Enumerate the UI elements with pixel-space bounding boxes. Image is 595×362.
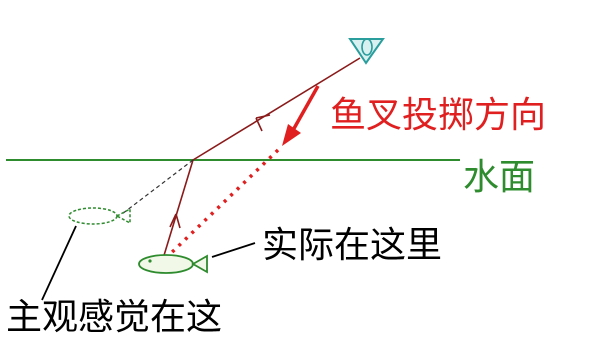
spear-direction-arrow xyxy=(290,85,320,133)
perceived-fish-icon xyxy=(68,207,131,225)
light-ray-air xyxy=(192,57,361,161)
actual-fish-icon xyxy=(138,254,208,274)
water-surface-label: 水面 xyxy=(463,157,536,198)
perceived-pointer-line xyxy=(41,225,77,301)
ray-up-arrow xyxy=(169,213,181,229)
light-ray-water xyxy=(161,159,194,263)
ray-direction-arrow xyxy=(255,114,271,132)
perceived-position-label: 主观感觉在这 xyxy=(6,297,223,338)
spear-direction-label: 鱼叉投掷方向 xyxy=(330,95,547,136)
eye-icon xyxy=(348,38,385,65)
actual-position-label: 实际在这里 xyxy=(262,225,443,266)
actual-pointer-line xyxy=(211,242,256,258)
spear-arrowhead xyxy=(282,124,301,146)
apparent-sight-line xyxy=(121,159,194,215)
